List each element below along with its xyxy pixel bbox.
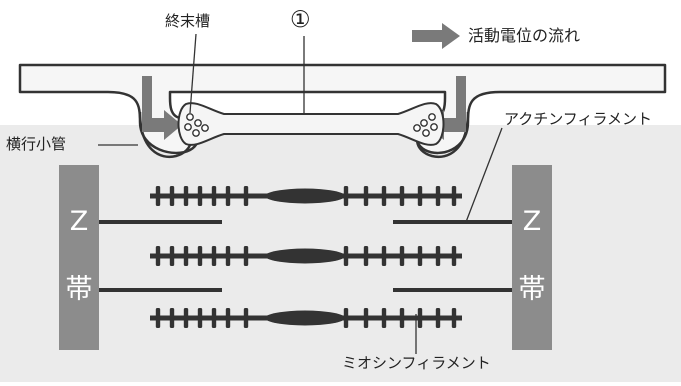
myosin-head [155,246,161,266]
myosin-head [363,186,369,206]
myosin-head [451,186,457,206]
label-flow: 活動電位の流れ [468,26,581,45]
leader-terminal-cisterna [189,33,197,114]
label-t-tubule: 横行小管 [6,135,67,153]
vesicles-right [413,113,438,137]
myosin-head [417,308,423,328]
myosin-head [225,246,231,266]
myosin-filament [150,186,462,206]
myosin-head [417,246,423,266]
myosin-head [197,186,203,206]
myosin-head [399,246,405,266]
myosin-head [381,308,387,328]
myosin-head [243,186,249,206]
myosin-head [343,186,349,206]
myosin-head [169,308,175,328]
myosin-bare-zone [265,188,345,204]
myosin-head [417,186,423,206]
myosin-head [225,186,231,206]
myosin-head [183,308,189,328]
myosin-head [169,186,175,206]
label-actin: アクチンフィラメント [504,110,653,128]
flow-legend-arrow [412,23,460,49]
label-z-right-bottom: 帯 [518,274,546,305]
z-band-left [59,165,99,350]
myosin-head [451,246,457,266]
label-terminal-cisterna: 終末槽 [165,12,211,30]
myosin-head [435,186,441,206]
myosin-bare-zone [265,310,345,326]
myosin-filament [150,246,462,266]
label-z-left-top: Z [69,206,89,237]
myosin-bare-zone [265,248,345,264]
label-z-left-bottom: 帯 [65,274,93,305]
label-marker: ① [290,7,311,33]
myosin-head [343,308,349,328]
myosin-head [225,308,231,328]
myosin-head [211,186,217,206]
myosin-filament [150,308,462,328]
myosin-head [451,308,457,328]
myosin-head [363,308,369,328]
myosin-head [243,246,249,266]
vesicles-left [184,113,209,137]
myosin-head [197,308,203,328]
actin-filaments [99,220,512,292]
myosin-head [183,186,189,206]
myosin-head [169,246,175,266]
myosin-head [435,308,441,328]
myosin-head [211,308,217,328]
leader-lines [98,33,503,354]
myosin-head [155,186,161,206]
myosin-head [363,246,369,266]
myosin-head [381,186,387,206]
flow-arrow-left [142,76,182,140]
label-myosin: ミオシンフィラメント [342,354,491,372]
myosin-head [183,246,189,266]
myosin-head [197,246,203,266]
label-z-right-top: Z [522,206,542,237]
myosin-head [399,308,405,328]
myosin-head [343,246,349,266]
myosin-head [381,246,387,266]
leader-actin [465,127,503,223]
myosin-head [435,246,441,266]
z-band-right [512,165,552,350]
myosin-head [243,308,249,328]
myosin-filaments [150,186,462,328]
sarcoplasmic-reticulum [177,102,445,146]
myosin-head [399,186,405,206]
myosin-head [211,246,217,266]
myosin-head [155,308,161,328]
